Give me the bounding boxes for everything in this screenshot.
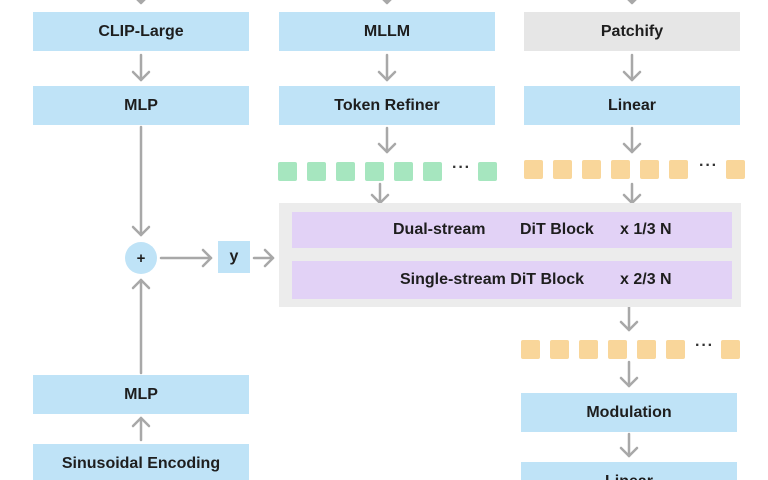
add-operator: +	[125, 242, 157, 274]
text-token	[365, 162, 384, 181]
mlp-bottom-block: MLP	[33, 375, 249, 414]
image-token	[640, 160, 659, 179]
patchify-block: Patchify	[524, 12, 740, 51]
output-token	[579, 340, 598, 359]
mllm-block: MLLM	[279, 12, 495, 51]
dual-stream-dit-block: Dual-stream DiT Block x 1/3 N	[292, 212, 732, 248]
text-token	[394, 162, 413, 181]
image-token	[582, 160, 601, 179]
text-token-ellipsis: ···	[452, 159, 471, 176]
image-token	[726, 160, 745, 179]
image-token	[524, 160, 543, 179]
image-token	[611, 160, 630, 179]
text-token	[278, 162, 297, 181]
mlp-top-block: MLP	[33, 86, 249, 125]
text-token	[423, 162, 442, 181]
text-token	[336, 162, 355, 181]
output-token	[521, 340, 540, 359]
text-token	[478, 162, 497, 181]
text-token	[307, 162, 326, 181]
image-token	[553, 160, 572, 179]
image-token-ellipsis: ···	[699, 157, 718, 174]
sinusoidal-encoding-block: Sinusoidal Encoding	[33, 444, 249, 480]
output-token	[550, 340, 569, 359]
token-refiner-block: Token Refiner	[279, 86, 495, 125]
linear-bottom-block: Linear	[521, 462, 737, 480]
single-stream-label: Single-stream DiT Block	[400, 271, 585, 288]
dual-stream-multiplier: x 1/3 N	[620, 221, 672, 238]
dit-blocks-panel: Dual-stream DiT Block x 1/3 N Single-str…	[279, 203, 741, 307]
y-vector: y	[218, 241, 250, 273]
output-token	[721, 340, 740, 359]
output-token	[666, 340, 685, 359]
output-token-ellipsis: ···	[695, 337, 714, 354]
single-stream-multiplier: x 2/3 N	[620, 271, 672, 288]
linear-top-block: Linear	[524, 86, 740, 125]
clip-large-block: CLIP-Large	[33, 12, 249, 51]
output-token	[637, 340, 656, 359]
output-token	[608, 340, 627, 359]
single-stream-dit-block: Single-stream DiT Block x 2/3 N	[292, 261, 732, 299]
modulation-block: Modulation	[521, 393, 737, 432]
image-token	[669, 160, 688, 179]
dual-stream-label: Dual-stream	[393, 221, 486, 238]
dual-stream-dit-label: DiT Block	[520, 221, 594, 238]
